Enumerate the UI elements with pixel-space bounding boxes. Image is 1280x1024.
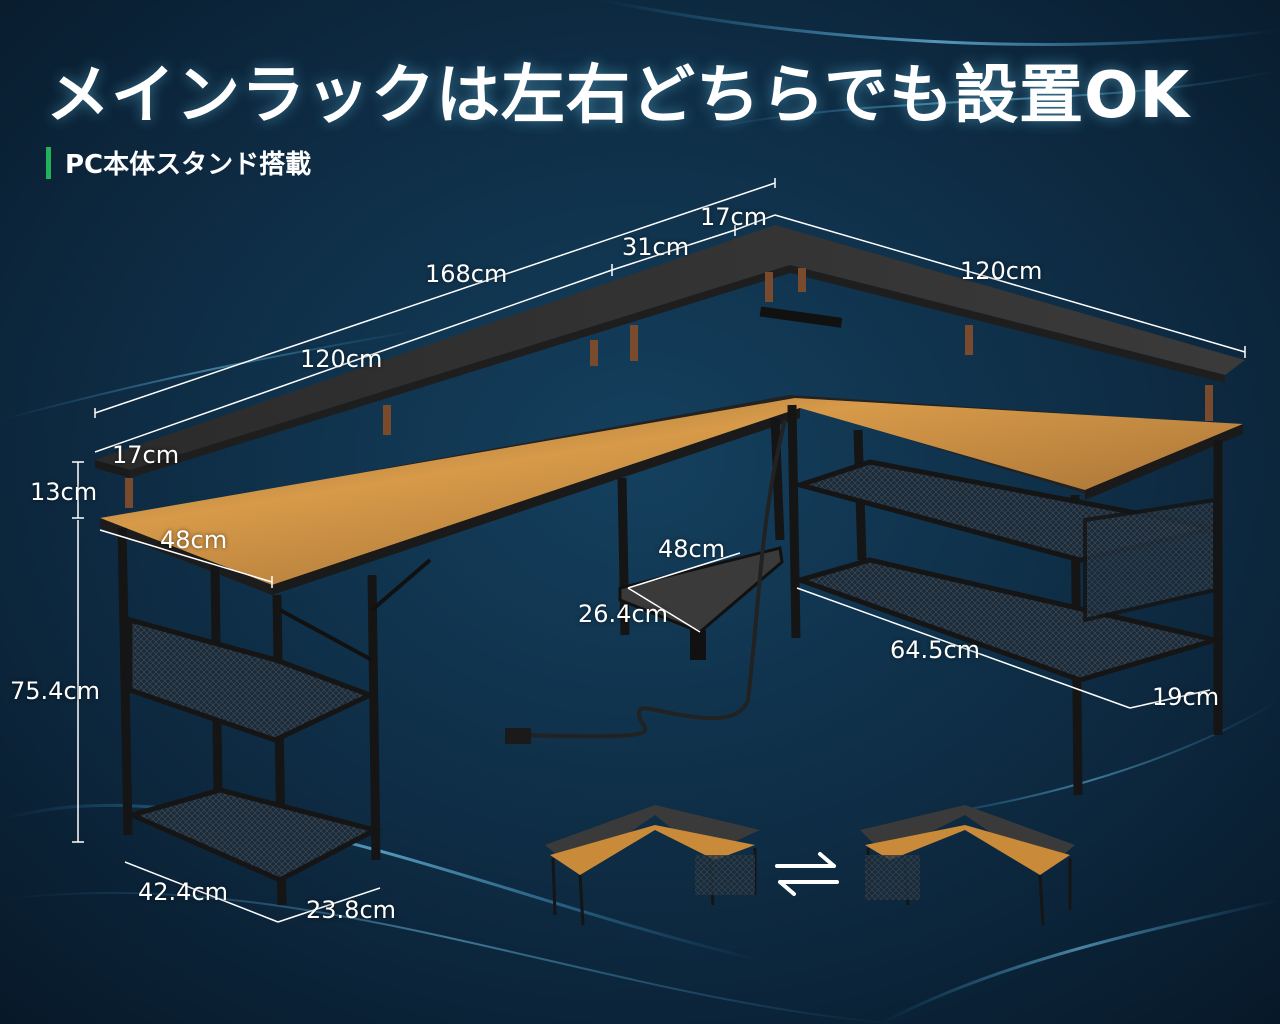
page-subtitle: PC本体スタンド搭載 — [65, 150, 312, 180]
right-rack-shelves — [791, 459, 1225, 683]
left-right-arrows-icon — [775, 852, 839, 896]
dim-left-rack-width: 42.4cm — [138, 878, 229, 906]
accent-bar — [46, 146, 51, 179]
dimension-lines — [72, 178, 1246, 923]
dim-left-shelf-depth: 17cm — [112, 441, 180, 469]
power-cord — [519, 419, 787, 739]
dim-desk-height: 75.4cm — [10, 677, 101, 705]
power-strip — [759, 306, 843, 328]
middle-legs — [617, 404, 801, 639]
plug — [505, 728, 531, 744]
dim-riser-height: 13cm — [30, 478, 98, 506]
subtitle-row: PC本体スタンド搭載 — [46, 144, 311, 181]
dim-left-shelf-width: 120cm — [300, 345, 383, 373]
cross-brace — [279, 608, 373, 662]
dim-right-shelf-width: 120cm — [960, 257, 1043, 285]
dim-desk-depth: 48cm — [160, 526, 228, 554]
dim-middle-shelf: 31cm — [622, 233, 690, 261]
left-rack-shelves — [124, 616, 382, 883]
page-title: メインラックは左右どちらでも設置OK — [46, 59, 1191, 133]
dim-corner-shelf-depth: 17cm — [700, 203, 768, 231]
thumbnail-left-config — [860, 805, 1075, 926]
dim-left-rack-depth: 23.8cm — [306, 896, 397, 924]
dim-right-rack-width: 64.5cm — [890, 636, 981, 664]
dim-cpu-stand-depth: 26.4cm — [578, 600, 669, 628]
monitor-shelf — [95, 225, 1245, 508]
dim-cpu-stand-width: 48cm — [658, 535, 726, 563]
dim-right-rack-depth: 19cm — [1152, 683, 1220, 711]
dim-total-width: 168cm — [425, 260, 508, 288]
cross-brace — [370, 558, 432, 612]
desk-top — [98, 395, 1245, 595]
thumbnail-right-config — [545, 805, 760, 926]
cpu-stand — [618, 546, 784, 660]
